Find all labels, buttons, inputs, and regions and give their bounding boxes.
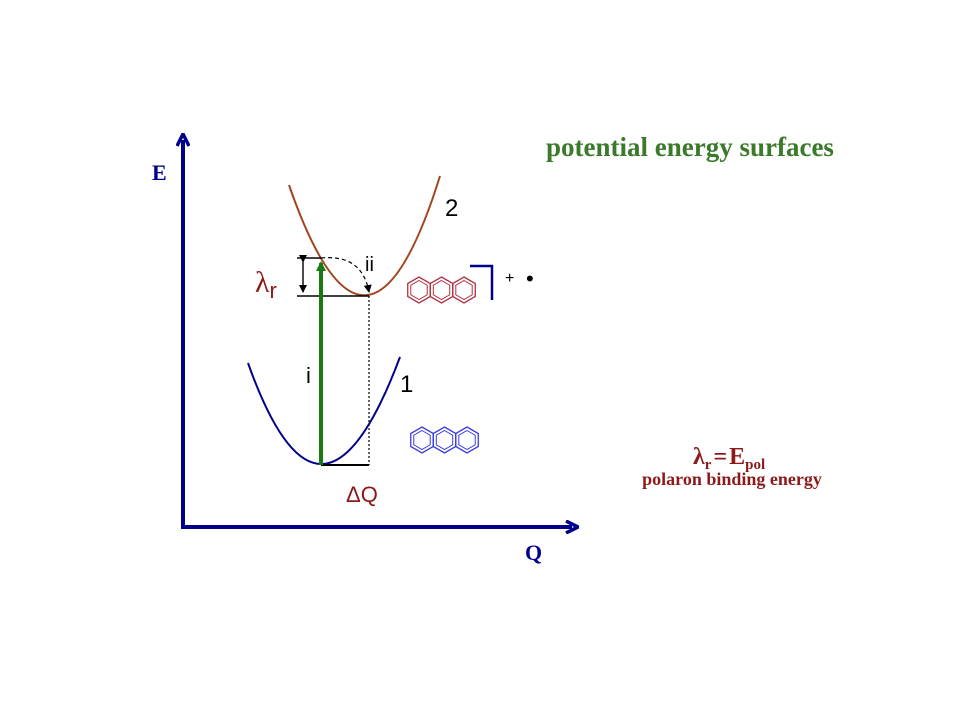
anthracene-cation-icon	[407, 276, 476, 304]
relaxation-label: ii	[365, 254, 374, 276]
delta-q-label: ΔQ	[346, 482, 378, 507]
lower-potential-curve	[247, 356, 401, 465]
polaron-equation: λr=Epol	[693, 444, 765, 473]
lambda-label: λr	[255, 266, 277, 303]
relaxation-arrow	[320, 257, 372, 293]
cation-plus: +	[505, 270, 514, 287]
vertical-transition-label: i	[306, 363, 311, 388]
cation-bracket	[470, 264, 494, 300]
x-axis-label: Q	[525, 540, 542, 565]
anthracene-neutral-icon	[410, 426, 479, 454]
cation-radical-dot: •	[526, 266, 534, 291]
y-axis-label: E	[152, 160, 167, 185]
lower-curve-label: 1	[400, 371, 413, 398]
diagram-title: potential energy surfaces	[546, 132, 834, 162]
upper-curve-label: 2	[445, 195, 458, 222]
polaron-caption: polaron binding energy	[642, 469, 822, 489]
